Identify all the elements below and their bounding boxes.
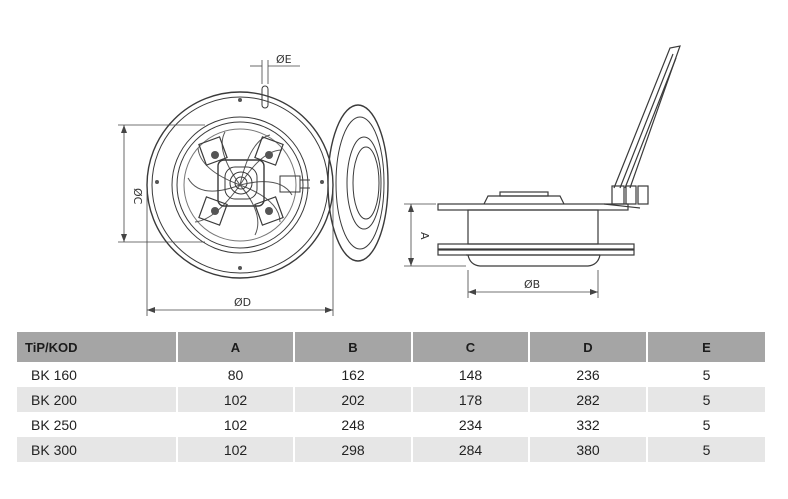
cell-b: 248: [295, 412, 413, 437]
dim-label-c: ØC: [131, 188, 144, 205]
cell-c: 148: [413, 362, 530, 387]
table-header-row: TiP/KOD A B C D E: [17, 332, 765, 362]
header-type: TiP/KOD: [17, 332, 178, 362]
header-c: C: [413, 332, 530, 362]
table-row: BK 300 102 298 284 380 5: [17, 437, 765, 462]
cell-type: BK 160: [17, 362, 178, 387]
cell-type: BK 300: [17, 437, 178, 462]
table-row: BK 200 102 202 178 282 5: [17, 387, 765, 412]
cell-d: 380: [530, 437, 648, 462]
table-row: BK 160 80 162 148 236 5: [17, 362, 765, 387]
dim-label-a: A: [418, 232, 431, 240]
cell-c: 178: [413, 387, 530, 412]
technical-drawing: ØE ØC ØD A ØB: [118, 45, 681, 316]
cell-type: BK 200: [17, 387, 178, 412]
cell-d: 236: [530, 362, 648, 387]
cell-e: 5: [648, 387, 765, 412]
dim-label-b: ØB: [524, 278, 540, 291]
cell-b: 162: [295, 362, 413, 387]
cell-e: 5: [648, 437, 765, 462]
cell-b: 298: [295, 437, 413, 462]
header-b: B: [295, 332, 413, 362]
cell-d: 282: [530, 387, 648, 412]
cell-e: 5: [648, 412, 765, 437]
cell-a: 102: [178, 437, 295, 462]
cell-type: BK 250: [17, 412, 178, 437]
cell-a: 102: [178, 412, 295, 437]
cell-d: 332: [530, 412, 648, 437]
header-d: D: [530, 332, 648, 362]
cell-a: 102: [178, 387, 295, 412]
cell-b: 202: [295, 387, 413, 412]
cell-c: 234: [413, 412, 530, 437]
cell-a: 80: [178, 362, 295, 387]
header-e: E: [648, 332, 765, 362]
cell-e: 5: [648, 362, 765, 387]
cell-c: 284: [413, 437, 530, 462]
header-a: A: [178, 332, 295, 362]
dimension-table: TiP/KOD A B C D E BK 160 80 162 148 236 …: [17, 332, 765, 462]
dim-label-e: ØE: [276, 53, 292, 66]
table-row: BK 250 102 248 234 332 5: [17, 412, 765, 437]
dim-label-d: ØD: [234, 296, 251, 309]
